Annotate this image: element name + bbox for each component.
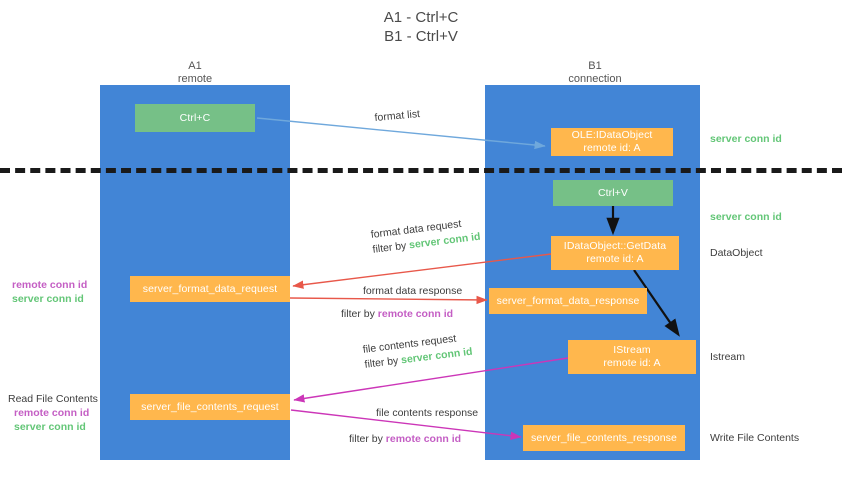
box-ctrl-c-label: Ctrl+C — [179, 111, 211, 124]
right-label-server-conn-id-top: server conn id — [710, 133, 782, 145]
box-server-file-contents-response-label: server_file_contents_response — [531, 431, 677, 444]
label-format-data-response-filter: filter by remote conn id — [341, 307, 462, 322]
box-server-file-contents-request-label: server_file_contents_request — [141, 400, 279, 413]
title-line-2: B1 - Ctrl+V — [384, 28, 458, 45]
label-format-data-request: format data request filter by server con… — [370, 215, 481, 258]
label-file-contents-response: file contents response filter by remote … — [349, 406, 479, 447]
column-b1-sub: connection — [568, 73, 622, 85]
filter-prefix: filter by — [371, 239, 410, 256]
column-b1-name: B1 — [588, 60, 602, 72]
box-idataobject-getdata-line1: IDataObject::GetData — [563, 240, 667, 252]
note-format-conn-ids: remote conn id server conn id — [12, 278, 87, 306]
box-istream-line2: remote id: A — [603, 357, 661, 369]
label-file-contents-response-text: file contents response — [376, 407, 479, 419]
phase-separator — [0, 168, 842, 173]
box-ctrl-v[interactable]: Ctrl+V — [553, 180, 673, 206]
column-a1-sub: remote — [177, 73, 213, 85]
note-format-remote-conn-id: remote conn id — [12, 279, 88, 291]
box-ole-idataobject[interactable]: OLE:IDataObject remote id: A — [551, 128, 673, 156]
label-format-list: format list — [374, 107, 421, 126]
filter-prefix: filter by — [349, 433, 386, 445]
box-server-format-data-response-label: server_format_data_response — [496, 294, 640, 307]
title-line-1: A1 - Ctrl+C — [383, 9, 459, 26]
box-ctrl-c[interactable]: Ctrl+C — [135, 104, 255, 132]
box-ole-idataobject-line1: OLE:IDataObject — [571, 129, 653, 141]
box-server-file-contents-request[interactable]: server_file_contents_request — [130, 394, 290, 420]
filter-key-remote: remote conn id — [377, 308, 454, 320]
right-label-istream: Istream — [710, 351, 746, 363]
column-header-b1: B1 connection — [515, 60, 675, 86]
box-istream-line1: IStream — [613, 344, 651, 356]
box-idataobject-getdata[interactable]: IDataObject::GetData remote id: A — [551, 236, 679, 270]
note-read-file-contents-heading: Read File Contents — [8, 393, 98, 405]
box-server-format-data-response[interactable]: server_format_data_response — [489, 288, 647, 314]
right-label-dataobject: DataObject — [710, 247, 763, 259]
label-file-contents-response-filter: filter by remote conn id — [349, 432, 478, 447]
column-a1-name: A1 — [188, 60, 202, 72]
box-server-file-contents-response[interactable]: server_file_contents_response — [523, 425, 685, 451]
box-server-format-data-request-label: server_format_data_request — [142, 282, 278, 295]
note-file-remote-conn-id: remote conn id — [14, 407, 90, 419]
label-file-contents-request: file contents request filter by server c… — [362, 330, 473, 373]
label-format-data-response: format data response filter by remote co… — [341, 284, 463, 322]
label-format-data-response-text: format data response — [363, 285, 463, 297]
label-format-list-text: format list — [374, 108, 421, 124]
right-label-write-file-contents: Write File Contents — [710, 432, 800, 444]
note-read-file-contents: Read File Contents remote conn id server… — [8, 392, 98, 434]
column-header-a1: A1 remote — [115, 60, 275, 86]
note-format-server-conn-id: server conn id — [12, 293, 84, 305]
filter-prefix: filter by — [341, 308, 378, 320]
filter-key-remote: remote conn id — [385, 433, 462, 445]
box-idataobject-getdata-line2: remote id: A — [586, 253, 644, 265]
right-label-server-conn-id-second: server conn id — [710, 211, 782, 223]
box-istream[interactable]: IStream remote id: A — [568, 340, 696, 374]
filter-prefix: filter by — [363, 354, 402, 371]
page-title: A1 - Ctrl+C B1 - Ctrl+V — [0, 8, 842, 46]
box-ole-idataobject-line2: remote id: A — [583, 142, 641, 154]
box-ctrl-v-label: Ctrl+V — [597, 186, 629, 199]
box-server-format-data-request[interactable]: server_format_data_request — [130, 276, 290, 302]
note-file-server-conn-id: server conn id — [14, 421, 86, 433]
